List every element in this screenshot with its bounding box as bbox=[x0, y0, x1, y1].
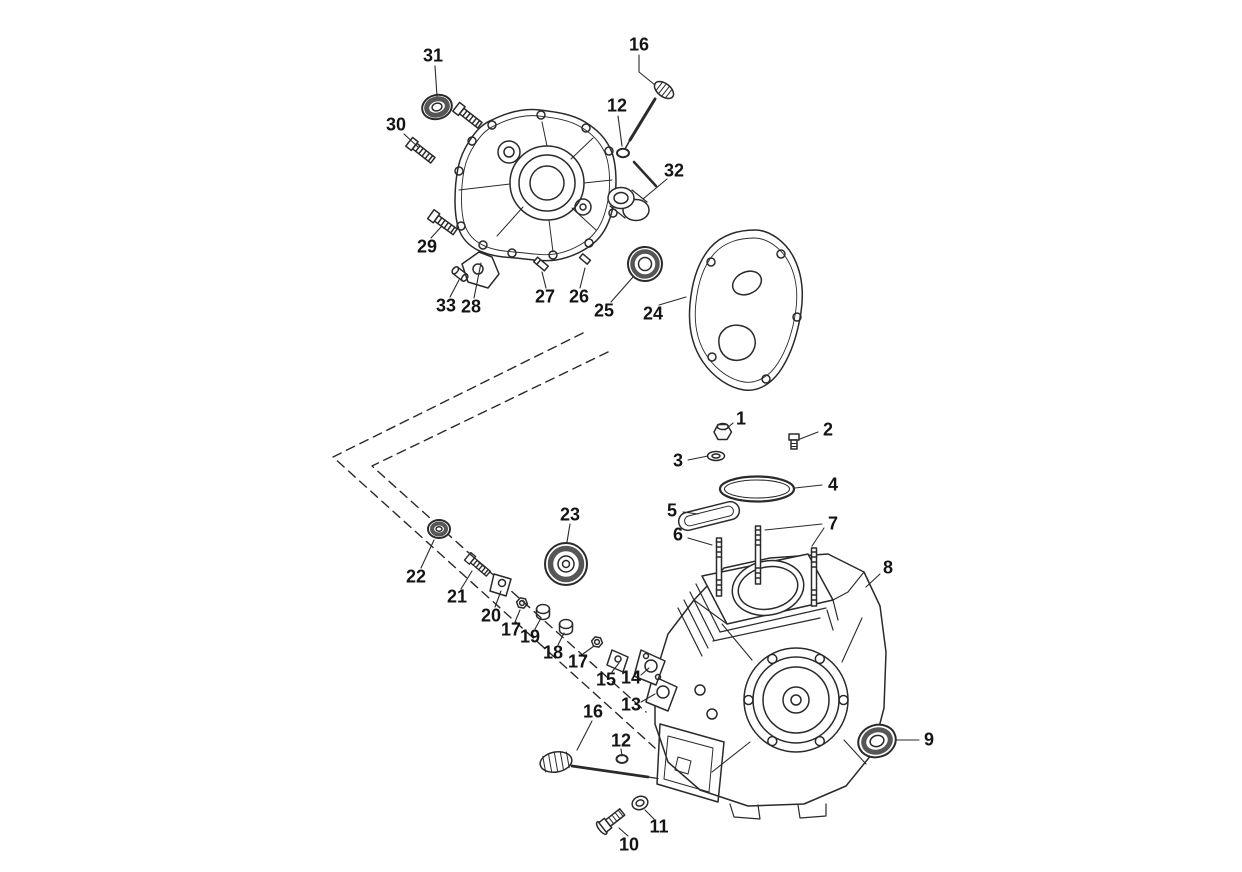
callout-26: 26 bbox=[568, 286, 590, 307]
assembly-axis-dashed-lines bbox=[332, 332, 656, 749]
nut-17-left bbox=[515, 596, 529, 610]
washer-3 bbox=[706, 450, 726, 462]
callout-22: 22 bbox=[405, 566, 427, 587]
oil-dipstick-16-top bbox=[624, 80, 675, 188]
callout-31: 31 bbox=[422, 45, 444, 66]
o-ring-4 bbox=[718, 475, 796, 503]
cover-bolt-29 bbox=[426, 208, 460, 238]
callout-12-bottom: 12 bbox=[610, 730, 632, 751]
tappet-18 bbox=[558, 618, 574, 636]
callout-4: 4 bbox=[827, 474, 839, 495]
washer-11 bbox=[631, 795, 649, 811]
callout-30: 30 bbox=[385, 114, 407, 135]
dowel-pin-27 bbox=[532, 256, 550, 272]
nut-17-right bbox=[590, 635, 604, 649]
callout-29: 29 bbox=[416, 236, 438, 257]
crankcase-8 bbox=[654, 553, 887, 820]
bushing-22 bbox=[427, 519, 451, 539]
tappet-19 bbox=[535, 603, 551, 621]
callout-16-bottom: 16 bbox=[582, 701, 604, 722]
callout-19: 19 bbox=[519, 626, 541, 647]
stud-6 bbox=[715, 537, 723, 597]
callout-8: 8 bbox=[882, 557, 894, 578]
stud-7b bbox=[810, 547, 818, 607]
callout-2: 2 bbox=[822, 419, 834, 440]
callout-13: 13 bbox=[620, 694, 642, 715]
callout-20: 20 bbox=[480, 605, 502, 626]
cover-bolt-top bbox=[452, 101, 484, 131]
gear-cover bbox=[454, 108, 618, 289]
callout-11: 11 bbox=[649, 816, 669, 837]
bracket-15 bbox=[606, 649, 629, 673]
callout-10: 10 bbox=[618, 834, 640, 855]
callout-7: 7 bbox=[827, 513, 839, 534]
plate-14 bbox=[633, 649, 666, 686]
callout-17-left: 17 bbox=[500, 619, 522, 640]
ball-bearing-25 bbox=[627, 246, 663, 282]
callout-16-top: 16 bbox=[628, 34, 650, 55]
oil-seal-31 bbox=[421, 93, 453, 121]
callout-leader-lines bbox=[403, 54, 920, 837]
oil-dipstick-16-bottom bbox=[539, 751, 659, 780]
callout-14: 14 bbox=[620, 667, 642, 688]
callout-12-top: 12 bbox=[606, 95, 628, 116]
callout-28: 28 bbox=[460, 296, 482, 317]
oil-seal-9 bbox=[857, 723, 897, 759]
callout-5: 5 bbox=[666, 500, 678, 521]
callout-33: 33 bbox=[435, 295, 457, 316]
dowel-pin-26 bbox=[578, 253, 592, 265]
shim-20 bbox=[489, 573, 512, 597]
callout-3: 3 bbox=[672, 450, 684, 471]
bolt-21 bbox=[463, 551, 493, 579]
callout-24: 24 bbox=[642, 303, 664, 324]
drain-bolt-10 bbox=[595, 808, 626, 835]
callout-15: 15 bbox=[595, 669, 617, 690]
callout-23: 23 bbox=[559, 504, 581, 525]
cover-bolt-30 bbox=[405, 136, 437, 166]
cover-gasket-24 bbox=[688, 229, 804, 392]
dipstick-rod bbox=[632, 160, 658, 188]
o-ring-12-top bbox=[616, 147, 630, 159]
callout-17-right: 17 bbox=[567, 651, 589, 672]
bolt-2 bbox=[788, 433, 800, 450]
callout-18: 18 bbox=[542, 642, 564, 663]
stud-7a bbox=[754, 525, 762, 585]
callout-27: 27 bbox=[534, 286, 556, 307]
gasket-5 bbox=[677, 500, 741, 532]
callout-25: 25 bbox=[593, 300, 615, 321]
callout-21: 21 bbox=[446, 586, 468, 607]
ball-bearing-23 bbox=[544, 542, 588, 586]
bushing-32 bbox=[607, 186, 650, 222]
callout-9: 9 bbox=[923, 729, 935, 750]
callout-1: 1 bbox=[735, 408, 747, 429]
callout-6: 6 bbox=[672, 524, 684, 545]
plug-33 bbox=[451, 266, 469, 282]
callout-32: 32 bbox=[663, 160, 685, 181]
